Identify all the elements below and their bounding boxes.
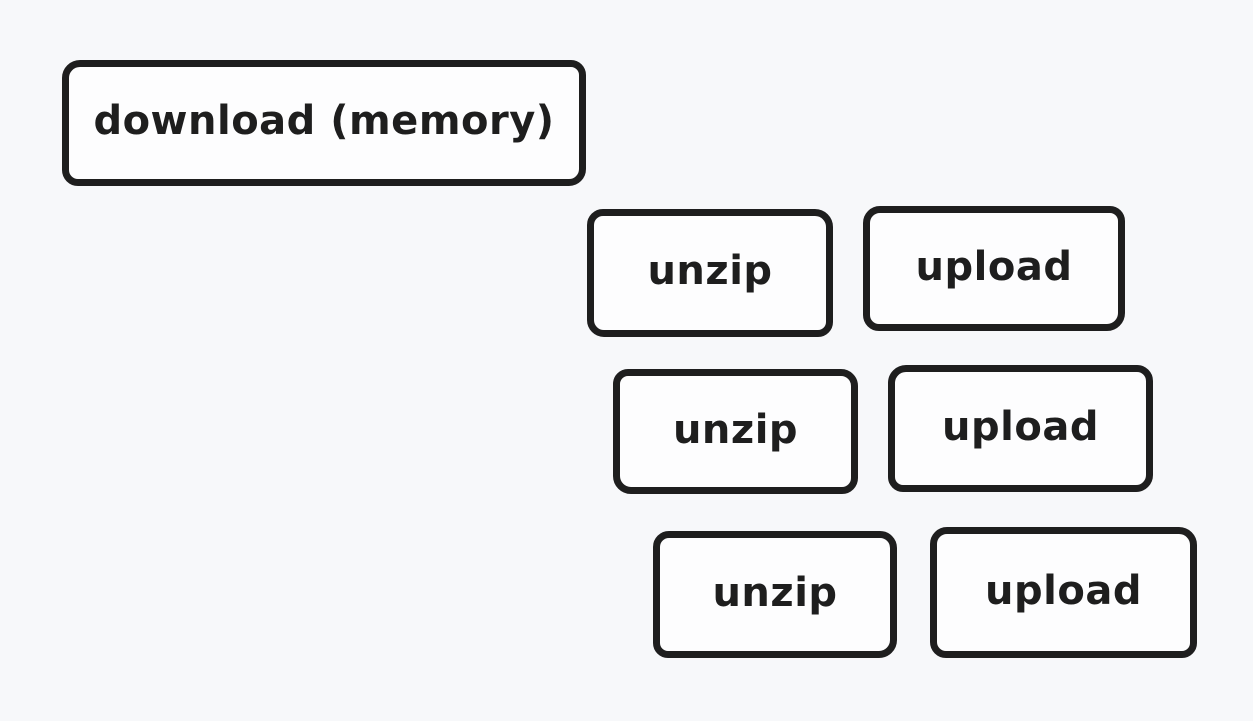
- node-label-upload-3: upload: [985, 567, 1142, 614]
- node-label-upload-2: upload: [942, 403, 1099, 450]
- node-unzip-2: unzip: [613, 369, 858, 494]
- node-unzip-3: unzip: [653, 531, 897, 658]
- node-label-download-memory: download (memory): [93, 98, 555, 144]
- node-upload-1: upload: [863, 206, 1125, 331]
- node-label-unzip-2: unzip: [672, 406, 799, 453]
- node-label-upload-1: upload: [915, 243, 1073, 290]
- node-download-memory: download (memory): [62, 60, 586, 186]
- node-label-unzip-3: unzip: [712, 569, 838, 616]
- node-unzip-1: unzip: [587, 209, 833, 337]
- node-upload-3: upload: [930, 527, 1197, 658]
- node-label-unzip-1: unzip: [647, 248, 773, 294]
- node-upload-2: upload: [888, 365, 1153, 492]
